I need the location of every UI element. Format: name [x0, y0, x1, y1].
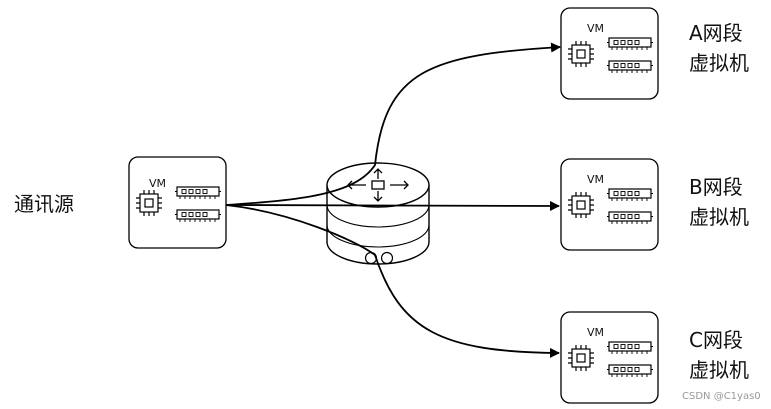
- target-vm-b: VM: [561, 159, 658, 250]
- segment-b-label: B网段: [689, 175, 743, 199]
- target-vm-a: VM: [561, 8, 658, 99]
- target-vm-c: VM: [561, 312, 658, 403]
- segment-c-label: C网段: [689, 328, 743, 352]
- target-vm-a-label: VM: [587, 22, 604, 35]
- link-to-c: [225, 204, 560, 358]
- source-vm-box: VM: [129, 157, 226, 248]
- segment-c-sublabel: 虚拟机: [689, 358, 749, 382]
- segment-a-sublabel: 虚拟机: [689, 51, 749, 75]
- router-icon: [326, 162, 430, 265]
- segment-b-sublabel: 虚拟机: [689, 205, 749, 229]
- target-vm-b-label: VM: [587, 173, 604, 186]
- source-vm-label: VM: [149, 177, 166, 190]
- source-label: 通讯源: [14, 192, 74, 216]
- link-to-b: [225, 200, 560, 211]
- segment-a-label: A网段: [689, 21, 743, 45]
- watermark: CSDN @C1yas0: [682, 391, 761, 402]
- link-to-a: [225, 42, 561, 206]
- target-vm-c-label: VM: [587, 326, 604, 339]
